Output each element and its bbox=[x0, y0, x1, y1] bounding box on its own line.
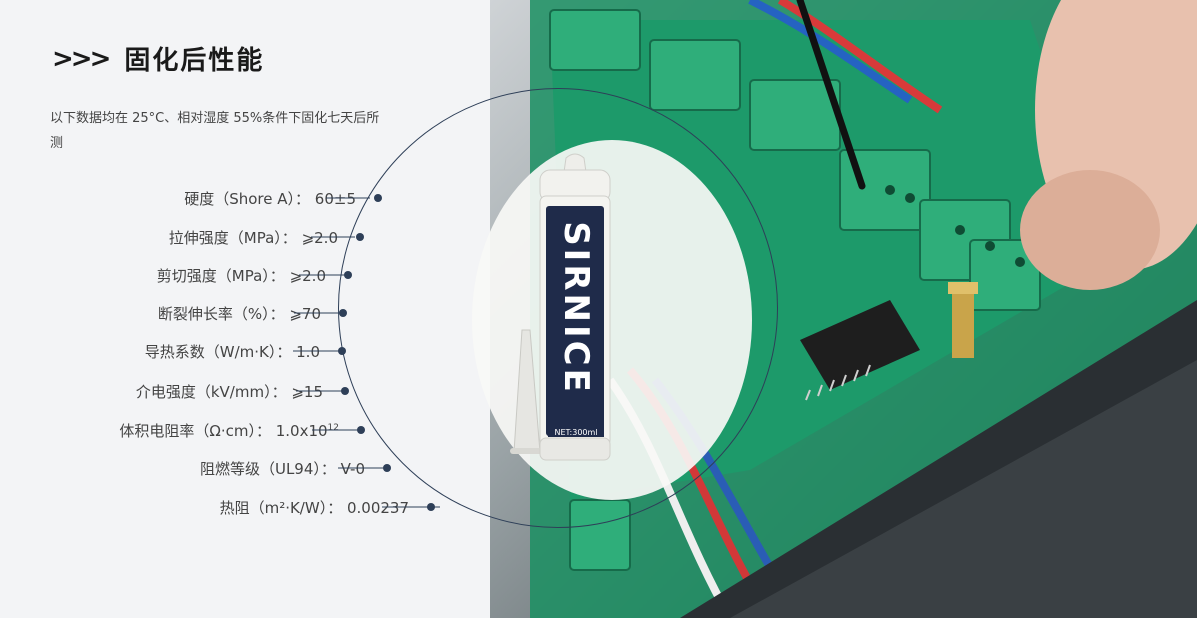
spec-thermal-conductivity: 导热系数（W/m·K）： 1.0 bbox=[145, 341, 346, 361]
page-title: 固化后性能 bbox=[124, 46, 265, 76]
volume-text: NET:300ml bbox=[548, 428, 604, 437]
bullet-dot-icon bbox=[383, 464, 391, 472]
bullet-dot-icon bbox=[339, 309, 347, 317]
bullet-dot-icon bbox=[427, 503, 435, 511]
spec-text: 硬度（Shore A）： 60±5 bbox=[184, 189, 356, 208]
bullet-dot-icon bbox=[344, 271, 352, 279]
spec-text: 阻燃等级（UL94）： V-0 bbox=[199, 459, 365, 478]
spec-text: 断裂伸长率（%）： ⩾70 bbox=[157, 304, 321, 323]
bullet-dot-icon bbox=[374, 194, 382, 202]
bullet-dot-icon bbox=[356, 233, 364, 241]
spec-dielectric-strength: 介电强度（kV/mm）： ⩾15 bbox=[136, 381, 349, 401]
spec-tensile-strength: 拉伸强度（MPa）： ⩾2.0 bbox=[169, 227, 364, 247]
spec-flame-rating: 阻燃等级（UL94）： V-0 bbox=[200, 458, 391, 478]
tube-label: SIRNICE bbox=[552, 208, 600, 408]
pcb-photo bbox=[490, 0, 1197, 618]
spec-volume-resistivity: 体积电阻率（Ω·cm）： 1.0x1012 bbox=[119, 420, 365, 440]
section-title: >>> 固化后性能 bbox=[52, 40, 264, 77]
spec-text: 体积电阻率（Ω·cm）： 1.0x1012 bbox=[119, 421, 339, 440]
triple-chevron-icon: >>> bbox=[52, 43, 111, 74]
test-conditions-note: 以下数据均在 25°C、相对湿度 55%条件下固化七天后所测 bbox=[50, 111, 380, 151]
spec-text: 介电强度（kV/mm）： ⩾15 bbox=[135, 382, 323, 401]
exponent: 12 bbox=[327, 422, 339, 433]
spec-text: 拉伸强度（MPa）： ⩾2.0 bbox=[168, 228, 338, 247]
bullet-dot-icon bbox=[357, 426, 365, 434]
spec-hardness: 硬度（Shore A）： 60±5 bbox=[184, 188, 382, 208]
bullet-dot-icon bbox=[338, 347, 346, 355]
bullet-dot-icon bbox=[341, 387, 349, 395]
spec-thermal-resistance: 热阻（m²·K/W）： 0.00237 bbox=[220, 497, 435, 517]
sealant-tube-illustration bbox=[510, 153, 611, 461]
brand-text: SIRNICE bbox=[556, 221, 597, 395]
spec-shear-strength: 剪切强度（MPa）： ⩾2.0 bbox=[157, 265, 352, 285]
decorative-ring bbox=[338, 88, 778, 528]
spec-text: 热阻（m²·K/W）： 0.00237 bbox=[219, 498, 409, 517]
spec-text: 导热系数（W/m·K）： 1.0 bbox=[144, 342, 320, 361]
spec-elongation: 断裂伸长率（%）： ⩾70 bbox=[158, 303, 347, 323]
spec-text: 剪切强度（MPa）： ⩾2.0 bbox=[156, 266, 326, 285]
